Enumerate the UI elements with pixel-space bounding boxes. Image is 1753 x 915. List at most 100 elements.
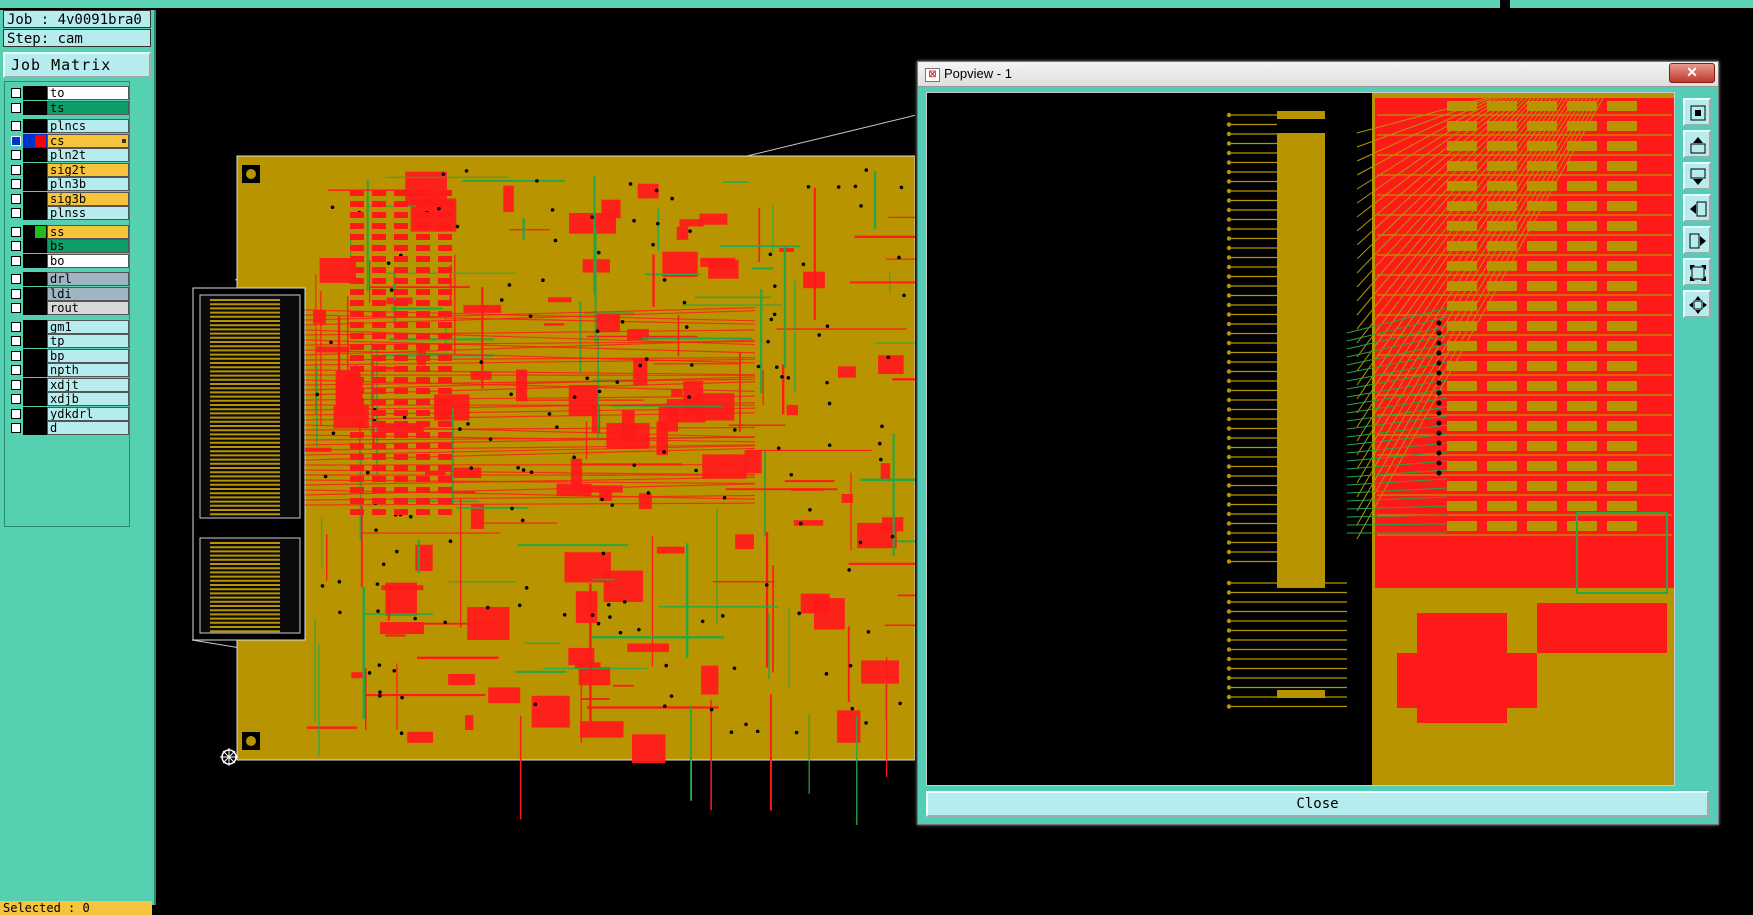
layer-color-swatch[interactable] (23, 192, 47, 206)
layer-checkbox[interactable] (11, 380, 21, 390)
layer-row-xdjb[interactable]: xdjb (7, 392, 127, 407)
pan-right-icon[interactable] (1683, 226, 1711, 254)
layer-color-swatch[interactable] (23, 101, 47, 115)
layer-name[interactable]: bp (47, 349, 129, 363)
layer-color-swatch[interactable] (23, 225, 47, 239)
layer-color-swatch[interactable] (23, 287, 47, 301)
layer-color-swatch[interactable] (23, 119, 47, 133)
layer-checkbox[interactable] (11, 289, 21, 299)
layer-checkbox[interactable] (11, 256, 21, 266)
layer-checkbox[interactable] (11, 150, 21, 160)
layer-color-swatch[interactable] (23, 177, 47, 191)
layer-color-swatch[interactable] (23, 206, 47, 220)
layer-name[interactable]: sig3b (47, 192, 129, 206)
layer-color-swatch[interactable] (23, 134, 47, 148)
layer-color-swatch[interactable] (23, 239, 47, 253)
layer-checkbox[interactable] (11, 227, 21, 237)
layer-name[interactable]: tp (47, 334, 129, 348)
layer-row-plnss[interactable]: plnss (7, 206, 127, 221)
layer-name[interactable]: npth (47, 363, 129, 377)
layer-name[interactable]: gm1 (47, 320, 129, 334)
layer-color-swatch[interactable] (23, 272, 47, 286)
layer-row-plncs[interactable]: plncs (7, 119, 127, 134)
layer-name[interactable]: xdjb (47, 392, 129, 406)
layer-checkbox[interactable] (11, 88, 21, 98)
layer-color-swatch[interactable] (23, 301, 47, 315)
layer-color-swatch[interactable] (23, 392, 47, 406)
popview-canvas[interactable] (926, 92, 1675, 786)
layer-color-swatch[interactable] (23, 349, 47, 363)
zoom-fit-icon[interactable] (1683, 98, 1711, 126)
layer-checkbox[interactable] (11, 136, 21, 146)
layer-row-bp[interactable]: bp (7, 349, 127, 364)
layer-color-swatch[interactable] (23, 421, 47, 435)
layer-row-sig2t[interactable]: sig2t (7, 163, 127, 178)
zoom-out-icon[interactable] (1683, 258, 1711, 286)
layer-row-npth[interactable]: npth (7, 363, 127, 378)
layer-name[interactable]: pln2t (47, 148, 129, 162)
layer-name[interactable]: sig2t (47, 163, 129, 177)
layer-checkbox[interactable] (11, 103, 21, 113)
layer-name[interactable]: ss (47, 225, 129, 239)
layer-row-cs[interactable]: cs (7, 134, 127, 149)
layer-checkbox[interactable] (11, 394, 21, 404)
layer-color-swatch[interactable] (23, 254, 47, 268)
layer-row-gm1[interactable]: gm1 (7, 320, 127, 335)
layer-row-d[interactable]: d (7, 421, 127, 436)
layer-checkbox[interactable] (11, 423, 21, 433)
layer-row-drl[interactable]: drl (7, 272, 127, 287)
layer-name[interactable]: ts (47, 101, 129, 115)
layer-row-to[interactable]: to (7, 86, 127, 101)
layer-name[interactable]: plnss (47, 206, 129, 220)
job-matrix-button[interactable]: Job Matrix ... (3, 52, 151, 78)
layer-name[interactable]: plncs (47, 119, 129, 133)
layer-name[interactable]: cs (47, 134, 129, 148)
layer-checkbox[interactable] (11, 303, 21, 313)
layer-name[interactable]: drl (47, 272, 129, 286)
layer-color-swatch[interactable] (23, 86, 47, 100)
layer-checkbox[interactable] (11, 322, 21, 332)
layer-color-swatch[interactable] (23, 163, 47, 177)
layer-row-ss[interactable]: ss (7, 225, 127, 240)
layer-checkbox[interactable] (11, 121, 21, 131)
layer-color-swatch[interactable] (23, 148, 47, 162)
graphics-canvas[interactable] (155, 10, 915, 890)
layer-row-bs[interactable]: bs (7, 239, 127, 254)
layer-checkbox[interactable] (11, 194, 21, 204)
layer-row-pln3b[interactable]: pln3b (7, 177, 127, 192)
layer-checkbox[interactable] (11, 351, 21, 361)
layer-name[interactable]: pln3b (47, 177, 129, 191)
layer-row-ts[interactable]: ts (7, 101, 127, 116)
layer-row-pln2t[interactable]: pln2t (7, 148, 127, 163)
layer-color-swatch[interactable] (23, 363, 47, 377)
window-close-button[interactable]: ✕ (1669, 63, 1715, 83)
layer-name[interactable]: bs (47, 239, 129, 253)
pan-up-icon[interactable] (1683, 130, 1711, 158)
pan-down-icon[interactable] (1683, 162, 1711, 190)
layer-checkbox[interactable] (11, 336, 21, 346)
layer-name[interactable]: ldi (47, 287, 129, 301)
layer-name[interactable]: xdjt (47, 378, 129, 392)
layer-row-tp[interactable]: tp (7, 334, 127, 349)
layer-name[interactable]: bo (47, 254, 129, 268)
layer-name[interactable]: to (47, 86, 129, 100)
layer-row-rout[interactable]: rout (7, 301, 127, 316)
layer-checkbox[interactable] (11, 208, 21, 218)
layer-row-ydkdrl[interactable]: ydkdrl (7, 407, 127, 422)
layer-checkbox[interactable] (11, 409, 21, 419)
layer-color-swatch[interactable] (23, 378, 47, 392)
layer-checkbox[interactable] (11, 365, 21, 375)
zoom-in-icon[interactable] (1683, 290, 1711, 318)
close-button[interactable]: Close (926, 791, 1709, 817)
layer-checkbox[interactable] (11, 274, 21, 284)
layer-name[interactable]: rout (47, 301, 129, 315)
popview-titlebar[interactable]: ⊠ Popview - 1 ✕ (918, 62, 1718, 87)
layer-row-bo[interactable]: bo (7, 254, 127, 269)
layer-color-swatch[interactable] (23, 407, 47, 421)
layer-checkbox[interactable] (11, 165, 21, 175)
layer-row-xdjt[interactable]: xdjt (7, 378, 127, 393)
layer-name[interactable]: ydkdrl (47, 407, 129, 421)
layer-color-swatch[interactable] (23, 320, 47, 334)
layer-row-sig3b[interactable]: sig3b (7, 192, 127, 207)
layer-name[interactable]: d (47, 421, 129, 435)
